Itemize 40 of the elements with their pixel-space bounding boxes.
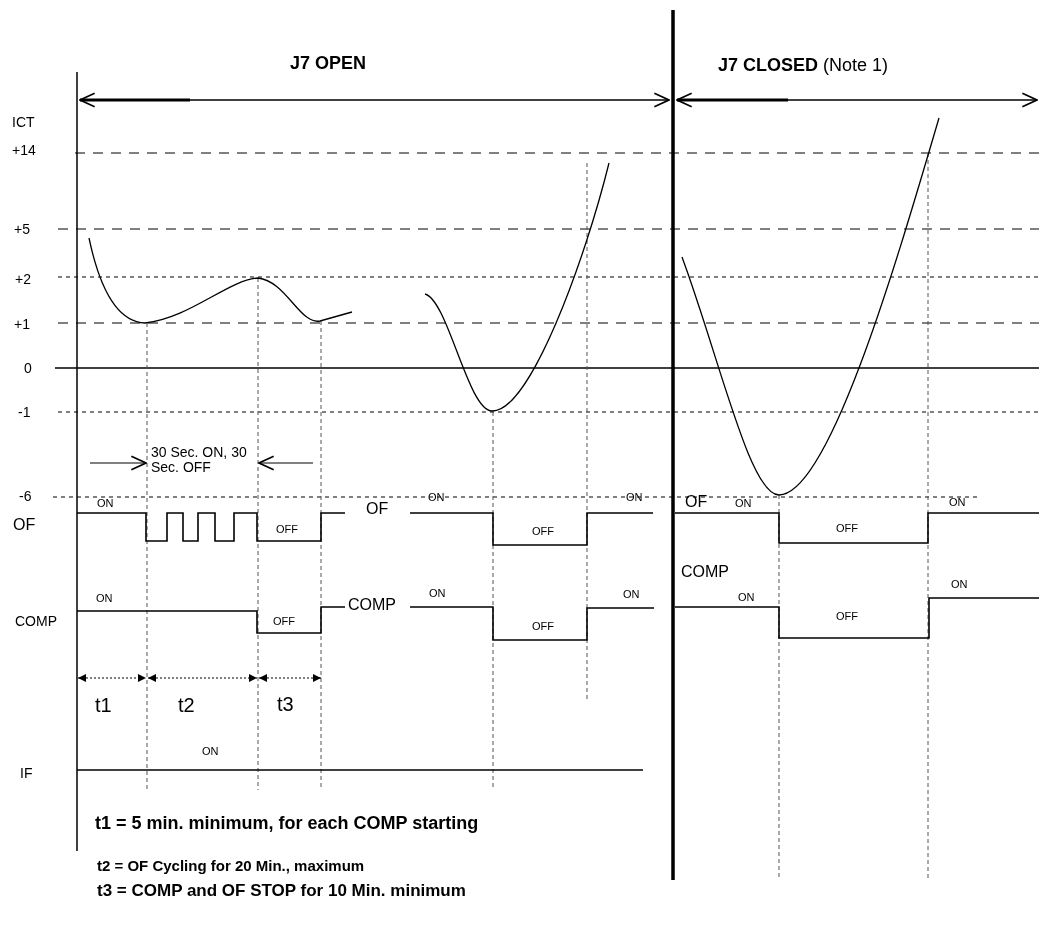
signal-name: COMP — [681, 562, 729, 582]
signal-name: OF — [366, 499, 389, 519]
state-label: ON — [735, 496, 752, 510]
state-label: OFF — [532, 524, 554, 538]
state-label: ON — [738, 590, 755, 604]
signal-name: IF — [20, 764, 33, 782]
state-label: ON — [951, 577, 968, 591]
state-label: ON — [96, 591, 113, 605]
axis-tick-label: +2 — [15, 270, 31, 288]
state-label: ON — [623, 587, 640, 601]
interval-label: 30 Sec. ON, 30 Sec. OFF — [151, 444, 248, 476]
state-label: OFF — [836, 609, 858, 623]
section-heading: J7 CLOSED (Note 1) — [718, 54, 889, 76]
note-text: t3 = COMP and OF STOP for 10 Min. minimum — [97, 882, 467, 901]
note-text: t2 = OF Cycling for 20 Min., maximum — [97, 857, 365, 875]
state-label: ON — [428, 490, 445, 504]
interval-label: t1 — [95, 693, 112, 717]
note-text: t1 = 5 min. minimum, for each COMP starting — [95, 812, 479, 834]
axis-tick-label: +14 — [12, 141, 36, 159]
state-label: ON — [202, 744, 219, 758]
state-label: OFF — [276, 522, 298, 536]
state-label: OFF — [532, 619, 554, 633]
axis-tick-label: -1 — [18, 403, 31, 421]
interval-label: t3 — [277, 692, 294, 716]
signal-name: OF — [13, 515, 36, 535]
state-label: ON — [626, 490, 643, 504]
state-label: OFF — [273, 614, 295, 628]
state-label: OFF — [836, 521, 858, 535]
signal-name: OF — [685, 492, 708, 512]
axis-tick-label: -6 — [19, 487, 32, 505]
signal-name: COMP — [15, 612, 57, 630]
axis-tick-label: +1 — [14, 315, 30, 333]
section-heading: J7 OPEN — [290, 52, 367, 74]
axis-tick-label: +5 — [14, 220, 30, 238]
axis-tick-label: 0 — [24, 359, 32, 377]
interval-label: t2 — [178, 693, 195, 717]
state-label: ON — [97, 496, 114, 510]
state-label: ON — [949, 495, 966, 509]
axis-title: ICT — [12, 113, 35, 131]
state-label: ON — [429, 586, 446, 600]
